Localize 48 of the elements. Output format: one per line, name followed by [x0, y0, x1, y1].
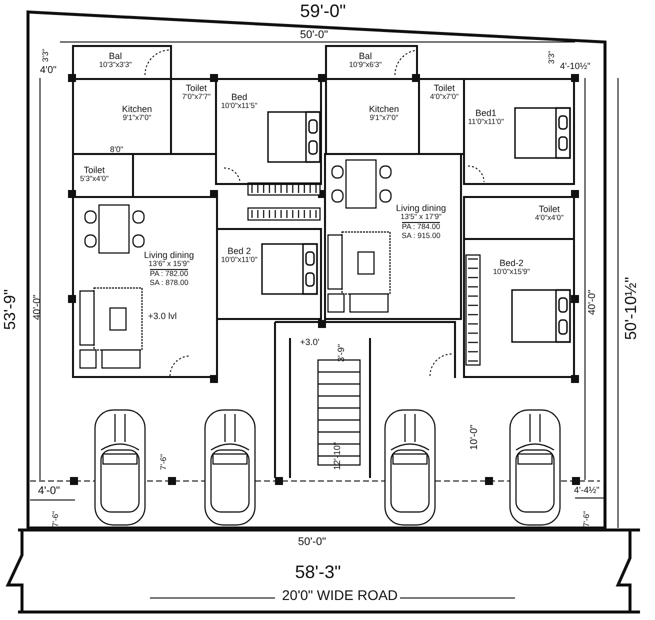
dimension-label: 7'-6"	[52, 511, 60, 527]
dimension-label: 58'-3"	[295, 563, 341, 581]
room-outline	[463, 238, 575, 378]
dimension-label: 53'-9"	[3, 289, 19, 330]
room-name: Bed	[231, 92, 248, 102]
room-outline	[325, 45, 418, 80]
dimension-label: 7'-6"	[160, 454, 168, 470]
room-name: Bal	[108, 51, 122, 62]
dimension-label: 4'0"	[40, 66, 57, 76]
dimension-label: 12'-10"	[333, 442, 342, 470]
dimension-label: 50'-10½"	[624, 277, 640, 340]
dimension-label: +3.0'	[300, 338, 320, 347]
road-label: 20'0" WIDE ROAD	[282, 588, 398, 602]
room-outline	[216, 228, 322, 320]
room-name: Bed-2	[499, 258, 524, 268]
dimension-label: 50'-0"	[300, 30, 328, 41]
room-name: Kitchen	[369, 104, 400, 114]
room-outline	[215, 78, 322, 185]
dimension-label: 40'-0"	[588, 290, 598, 315]
room-outline	[170, 78, 217, 155]
room-outline	[463, 196, 575, 240]
room-name: Bed 2	[227, 246, 251, 256]
room-outline	[418, 78, 465, 155]
dimension-label: 3'3"	[42, 48, 50, 62]
dimension-label: 8'0"	[110, 146, 124, 154]
room-name: Living dining	[396, 203, 446, 214]
dimension-label: 59'-0"	[300, 2, 346, 20]
dimension-label: 7'-6"	[583, 511, 591, 527]
room-outline	[463, 78, 575, 185]
room-outline	[72, 153, 134, 198]
room-name: Toilet	[434, 83, 455, 94]
dimension-label: 4'-4½"	[574, 486, 600, 495]
dimension-label: 4'-10½"	[560, 62, 590, 71]
room-name: Living dining	[144, 250, 194, 260]
room-name: Toilet	[538, 204, 560, 214]
dimension-label: 3'3"	[548, 50, 556, 64]
dimension-label: +3.0 lvl	[148, 312, 177, 321]
dimension-label: 4'-0"	[38, 486, 60, 497]
room-outline	[324, 153, 462, 320]
dimension-label: 10'-0"	[470, 424, 480, 450]
room-name: Bed1	[475, 108, 496, 118]
room-name: Kitchen	[122, 104, 152, 114]
room-outline	[72, 196, 218, 378]
room-name: Toilet	[186, 83, 207, 94]
room-outline	[72, 45, 172, 80]
room-name: Bal	[358, 51, 372, 62]
room-name: Toilet	[84, 165, 105, 176]
dimension-label: 50'-0"	[298, 537, 326, 548]
